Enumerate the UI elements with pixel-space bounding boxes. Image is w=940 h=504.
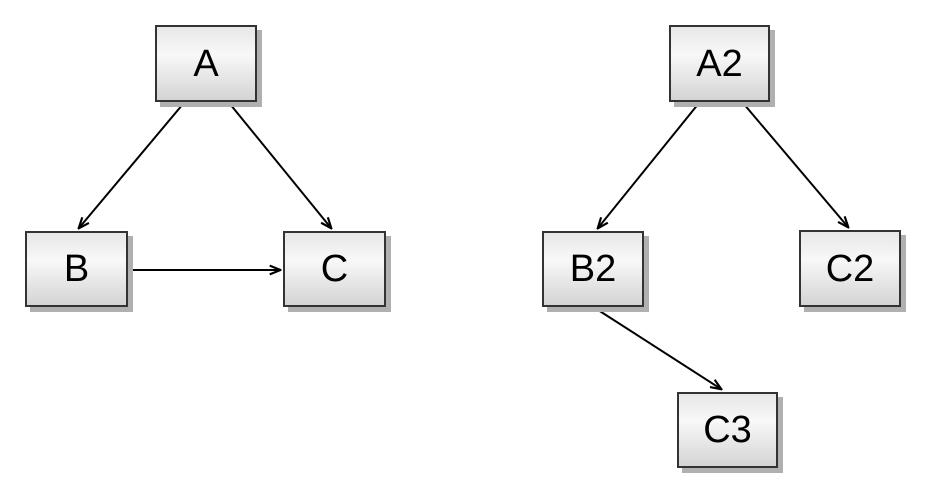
node-label: A2 (696, 42, 743, 85)
node-label: C2 (825, 247, 875, 290)
node-label: B2 (569, 248, 617, 290)
node-label: B (63, 248, 90, 290)
node-B: B (25, 231, 128, 307)
node-A: A (155, 25, 257, 102)
node-B2: B2 (542, 231, 644, 307)
node-C: C (283, 231, 386, 307)
node-label: A (193, 42, 219, 85)
node-label: C (320, 248, 349, 290)
node-A2: A2 (669, 25, 770, 102)
node-label: C3 (703, 409, 752, 451)
node-C3: C3 (677, 392, 778, 468)
node-C2: C2 (799, 230, 901, 307)
